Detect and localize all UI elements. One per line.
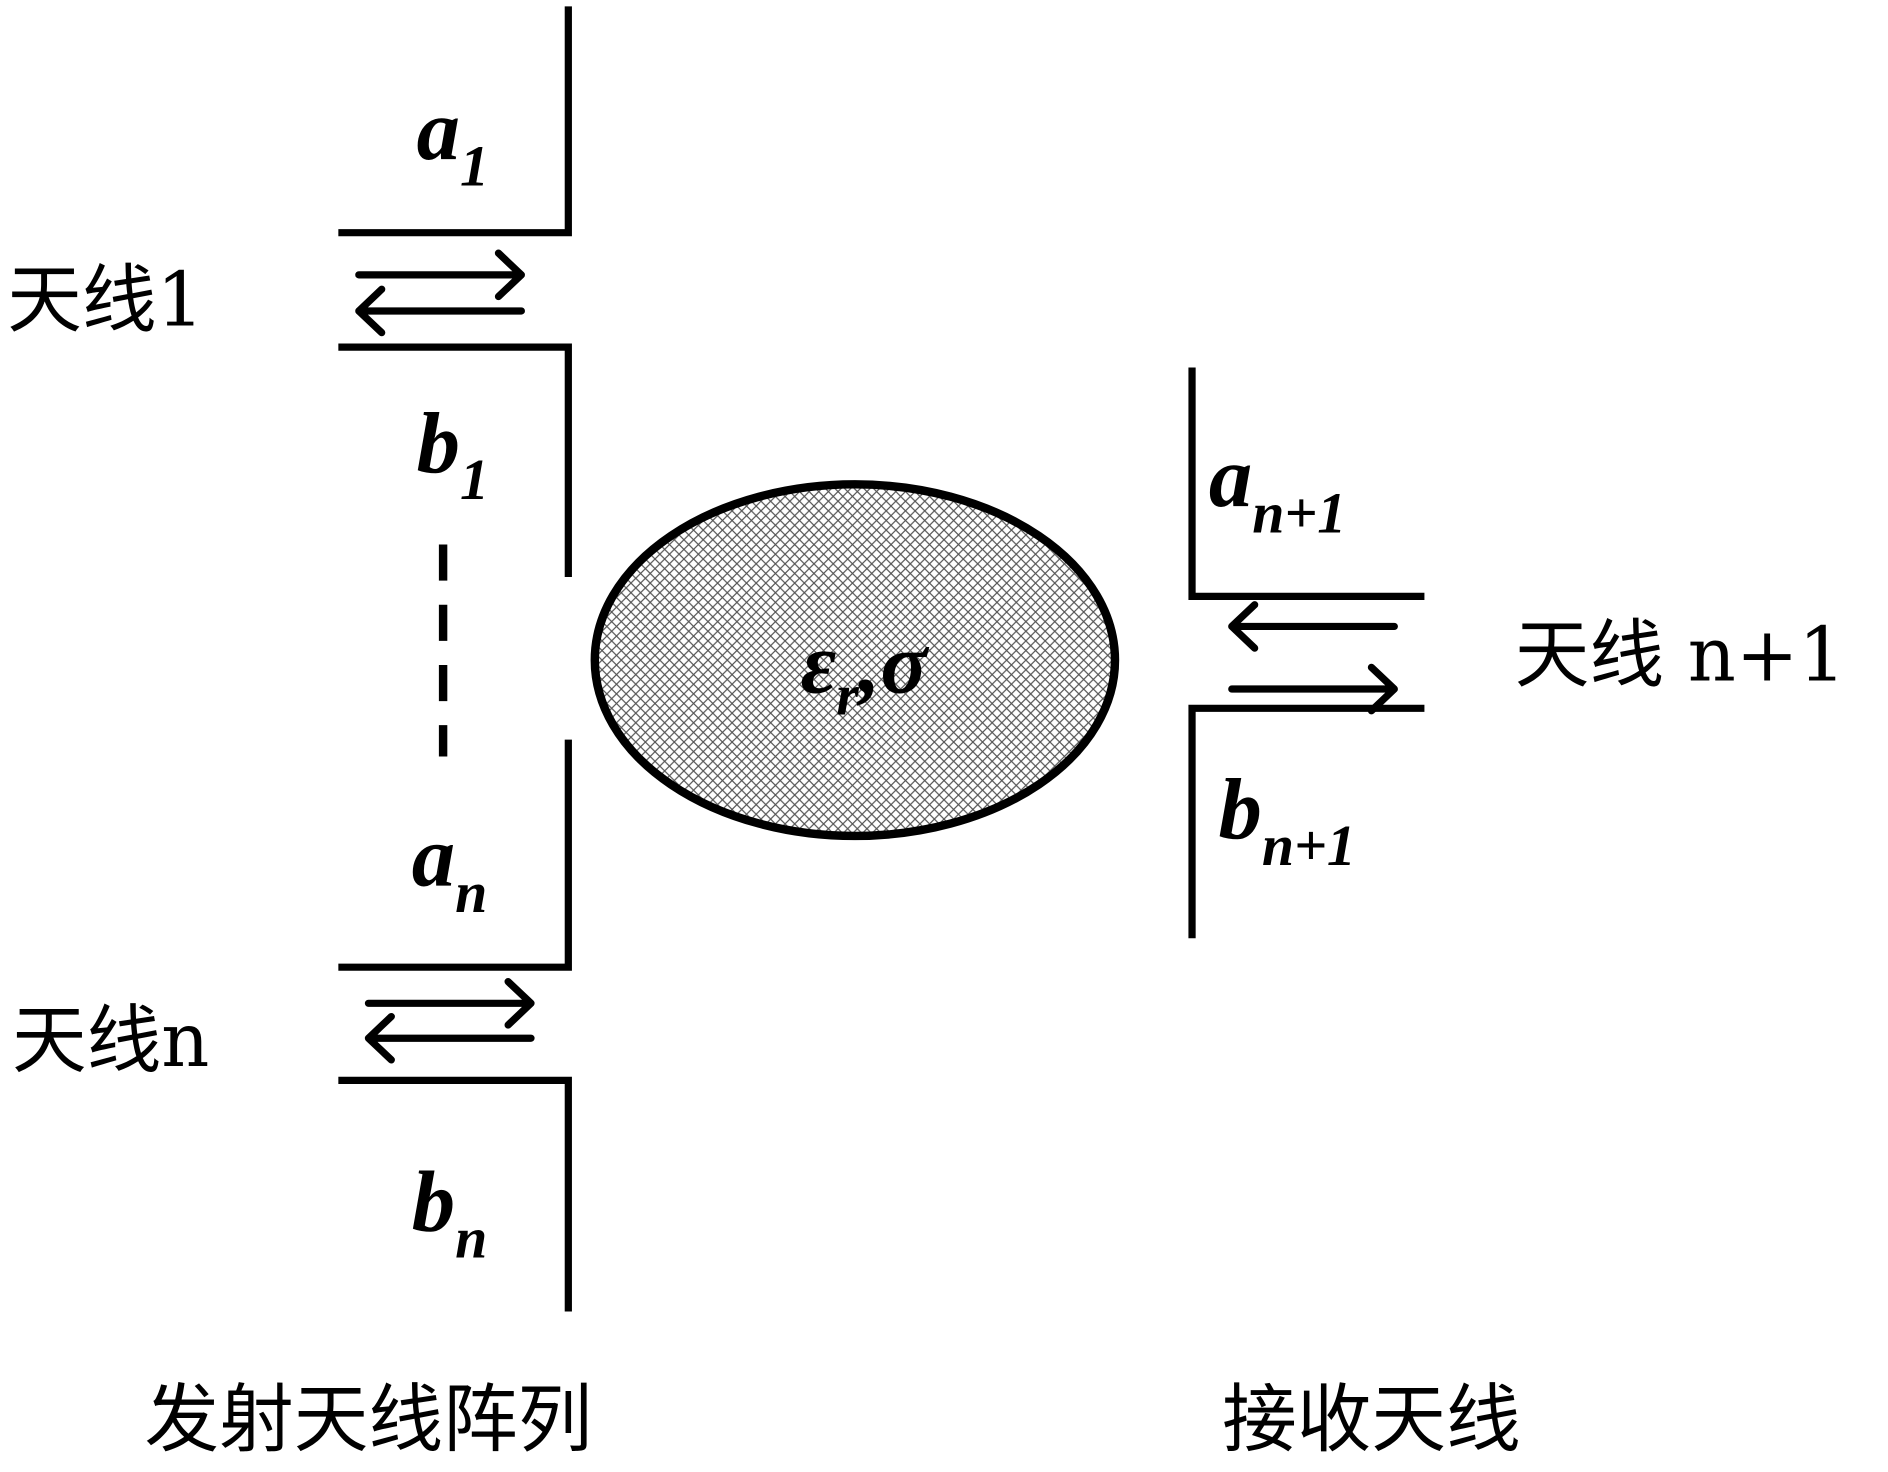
arrow-right-icon bbox=[1232, 667, 1395, 710]
arrow-left-icon bbox=[1232, 605, 1395, 648]
antenna-n-plus-1-label: 天线 n+1 bbox=[1515, 612, 1846, 699]
antenna-n-label: 天线n bbox=[12, 997, 209, 1084]
b1-symbol: b1 bbox=[417, 395, 489, 511]
transmit-array-caption: 发射天线阵列 bbox=[144, 1376, 592, 1463]
antenna-n: an bn 天线n bbox=[12, 743, 568, 1308]
a1-symbol: a1 bbox=[417, 82, 489, 198]
receive-antenna-caption: 接收天线 bbox=[1222, 1376, 1521, 1463]
antenna-n-plus-1: an+1 bn+1 天线 n+1 bbox=[1192, 371, 1846, 935]
bn-symbol: bn bbox=[412, 1154, 487, 1270]
scattering-object: εr,σ bbox=[595, 484, 1115, 836]
an-symbol: an bbox=[412, 808, 487, 924]
b-n-plus-1-symbol: bn+1 bbox=[1219, 761, 1356, 877]
antenna-1-label: 天线1 bbox=[7, 256, 204, 343]
antenna-1: a1 b1 天线1 bbox=[7, 10, 568, 574]
a-n-plus-1-symbol: an+1 bbox=[1209, 429, 1346, 545]
permittivity-conductivity-label: εr,σ bbox=[801, 616, 930, 728]
object-ellipse bbox=[595, 484, 1115, 836]
